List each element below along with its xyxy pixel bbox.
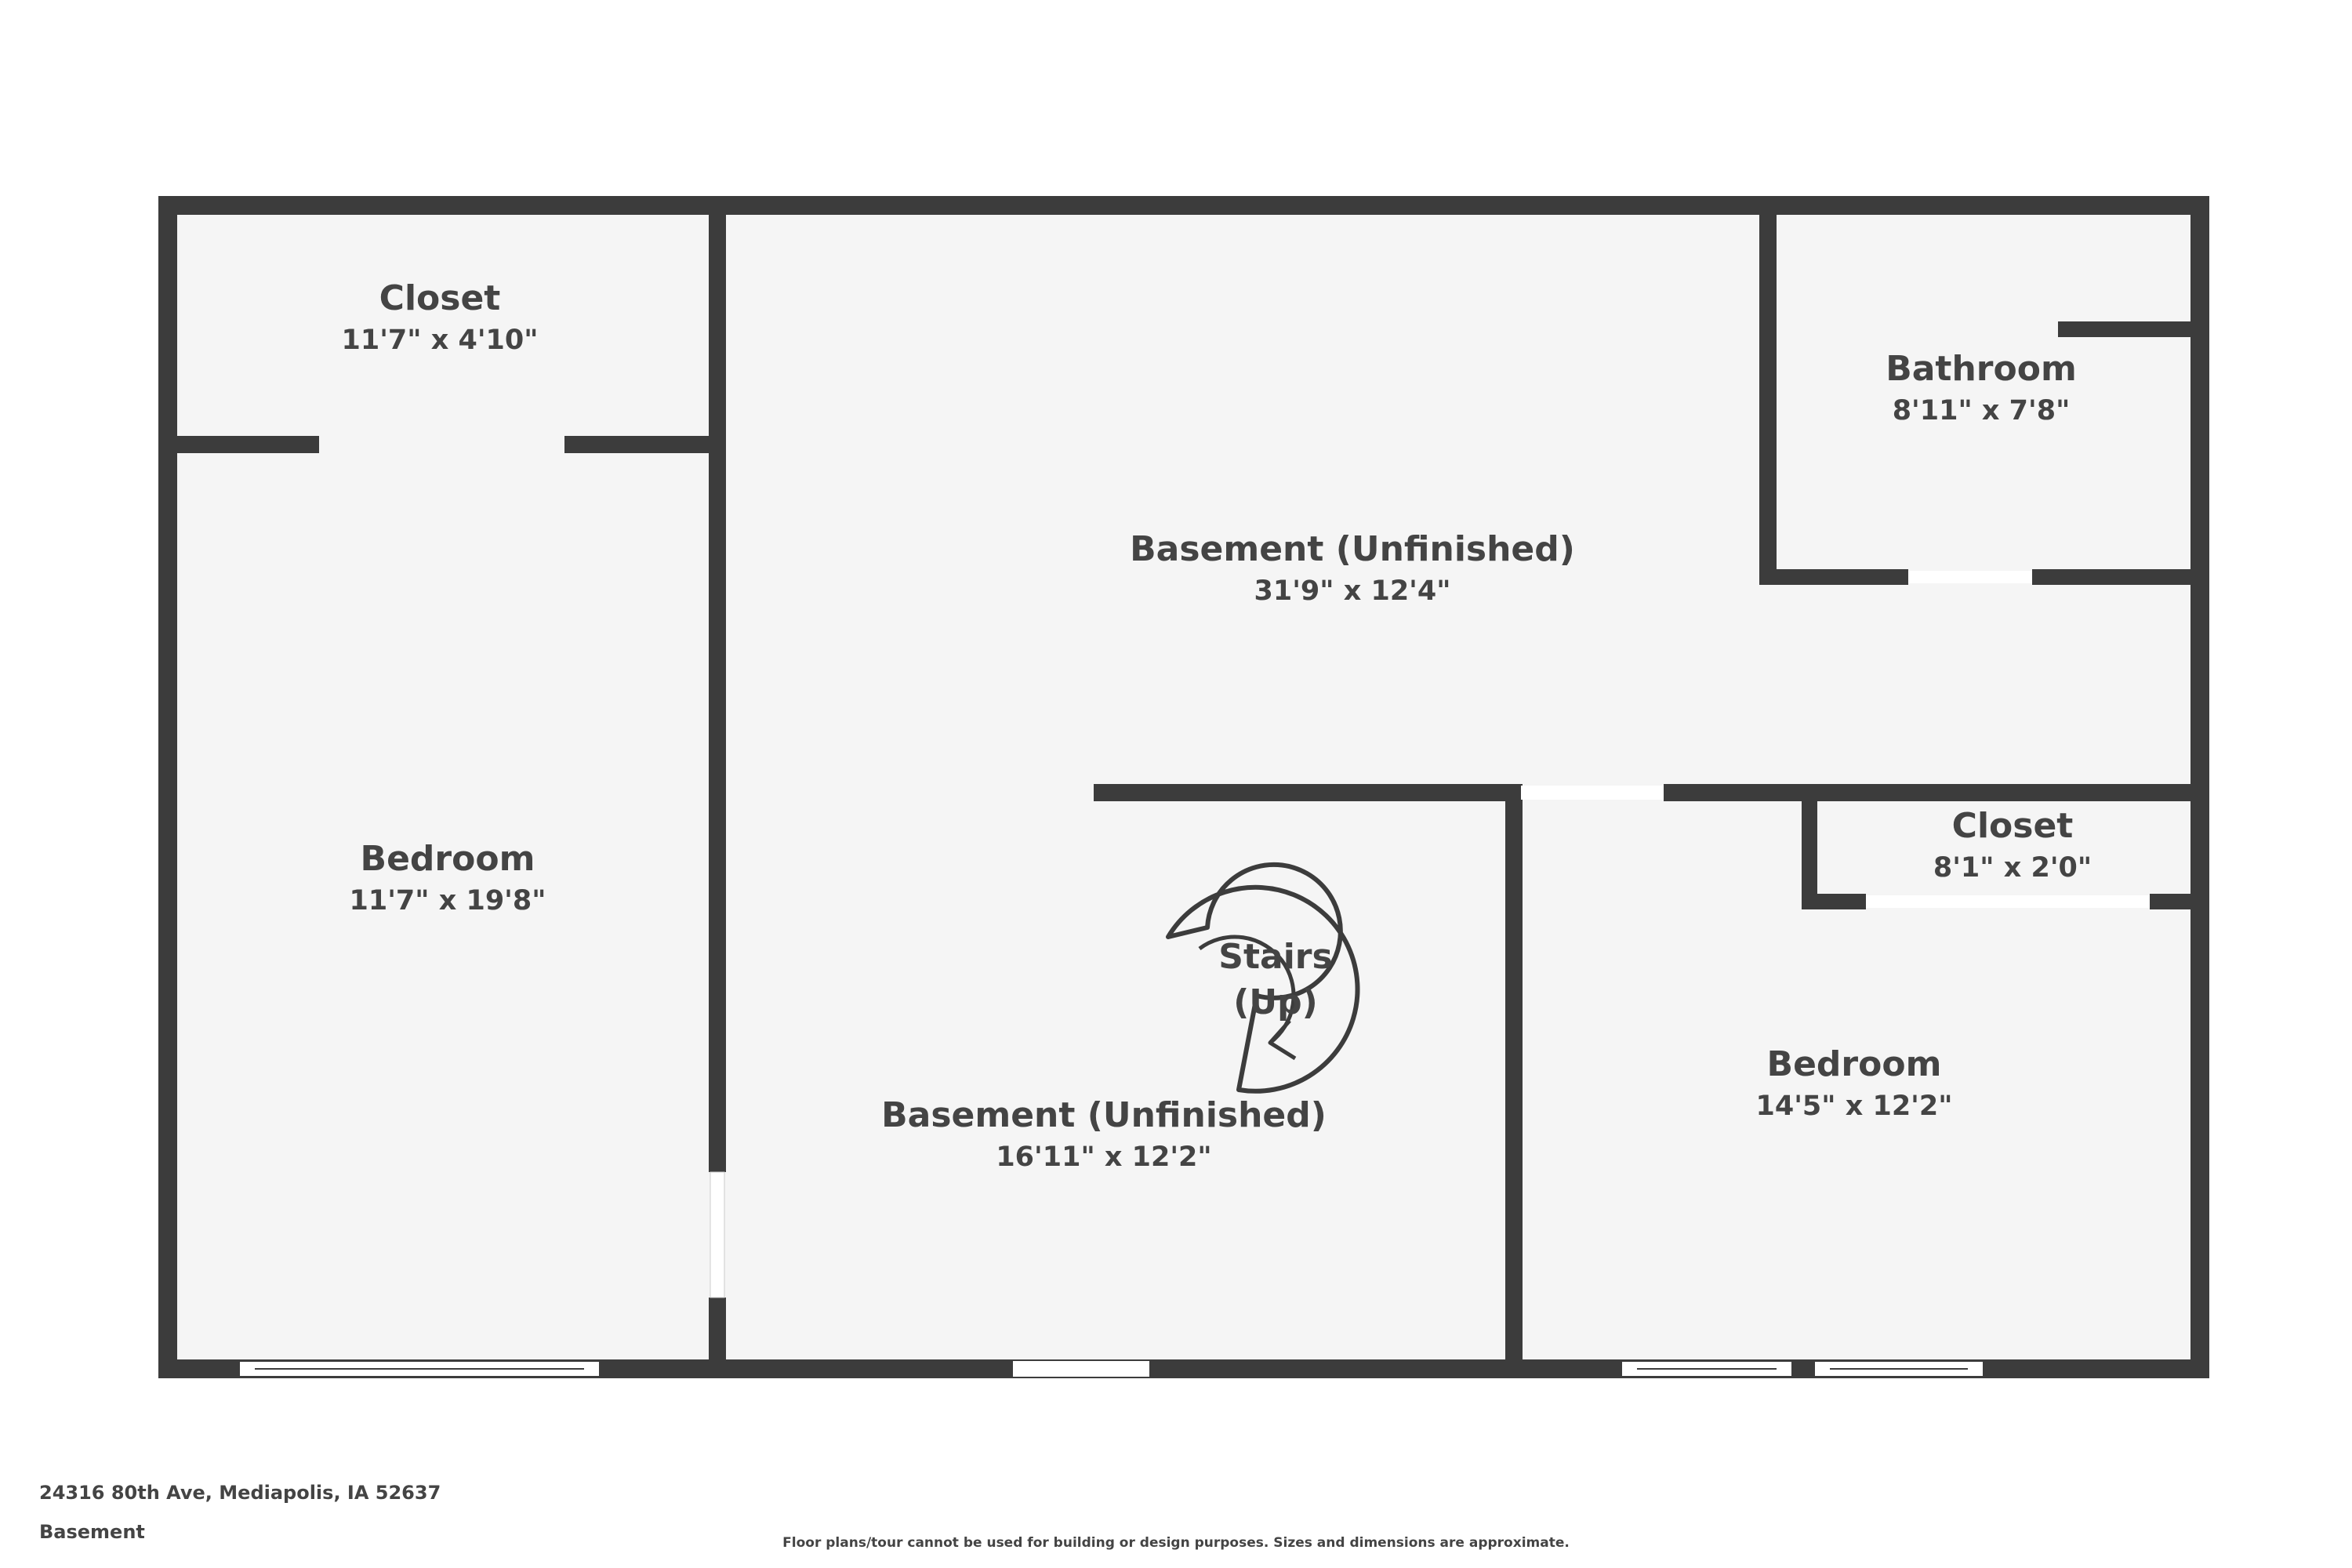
wall-closet-right-bottom-a — [1802, 894, 1866, 909]
wall-bath-bottom-b — [2032, 569, 2209, 585]
window-basement-bottom — [1013, 1361, 1149, 1377]
opening-closet-right — [1866, 895, 2150, 908]
closet-right-dim: 8'1" x 2'0" — [1933, 852, 2092, 884]
opening-mid — [1521, 786, 1664, 800]
wall-closet-right-bottom-b — [2150, 894, 2209, 909]
wall-closet-left-a — [158, 436, 319, 453]
wall-left-divider-a — [709, 196, 726, 1172]
wall-bath-bottom-a — [1759, 569, 1908, 585]
stairs-label-line2: (Up) — [1233, 982, 1317, 1022]
basement-lower-dim: 16'11" x 12'2" — [996, 1142, 1211, 1173]
closet-top-left-dim: 11'7" x 4'10" — [342, 325, 539, 356]
bedroom-left-dim: 11'7" x 19'8" — [350, 885, 546, 916]
opening-bathroom — [1908, 571, 2032, 583]
walls — [158, 196, 2209, 1378]
openings — [238, 571, 2150, 1377]
basement-main-name: Basement (Unfinished) — [1130, 529, 1575, 569]
wall-mid-b — [1664, 784, 2209, 801]
floor-level-label: Basement — [39, 1521, 145, 1543]
basement-lower-name: Basement (Unfinished) — [881, 1095, 1327, 1135]
wall-closet-left-b — [564, 436, 718, 453]
room-labels: Closet 11'7" x 4'10" Bedroom 11'7" x 19'… — [342, 278, 2092, 1173]
wall-closet-right-left — [1802, 784, 1817, 909]
bedroom-right-name: Bedroom — [1767, 1044, 1942, 1084]
wall-bath-stub — [2058, 321, 2209, 337]
spiral-stairs-icon — [1166, 862, 1360, 1094]
stairs-label-line1: Stairs — [1218, 937, 1332, 977]
wall-left — [158, 196, 177, 1378]
wall-bath-left — [1759, 196, 1777, 585]
wall-top — [158, 196, 2209, 215]
basement-main-dim: 31'9" x 12'4" — [1254, 575, 1451, 607]
property-address: 24316 80th Ave, Mediapolis, IA 52637 — [39, 1482, 441, 1504]
wall-mid-a — [1094, 784, 1521, 801]
disclaimer: Floor plans/tour cannot be used for buil… — [782, 1535, 1570, 1551]
bathroom-name: Bathroom — [1886, 349, 2077, 389]
closet-top-left-name: Closet — [379, 278, 501, 318]
opening-left-divider — [710, 1171, 725, 1298]
wall-lower-divider — [1505, 784, 1523, 1378]
bathroom-dim: 8'11" x 7'8" — [1893, 395, 2071, 426]
wall-left-divider-b — [709, 1298, 726, 1378]
bedroom-right-dim: 14'5" x 12'2" — [1756, 1091, 1953, 1122]
closet-right-name: Closet — [1952, 806, 2074, 846]
bedroom-left-name: Bedroom — [361, 839, 535, 879]
